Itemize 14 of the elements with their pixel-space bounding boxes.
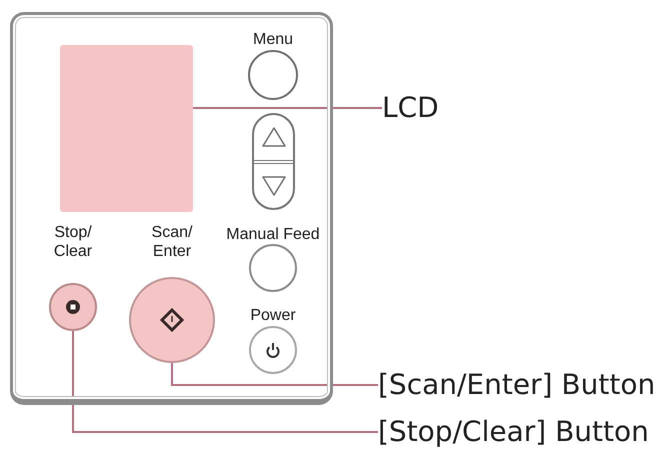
leader-line [171,363,378,386]
control-panel [10,12,333,405]
up-down-button [252,113,295,210]
callout-label: LCD [382,92,439,124]
button-label: Menu [252,30,294,49]
lcd-screen [60,45,193,212]
leader-line [193,107,382,109]
button-label: Manual Feed [226,225,320,244]
callout-label: [Scan/Enter] Button [378,369,656,401]
button-label: Scan/ Enter [152,223,192,261]
callout-label: [Stop/Clear] Button [378,416,649,448]
button-label: Stop/ Clear [54,223,92,261]
leader-line [72,331,378,433]
button-label: Power [250,306,296,325]
